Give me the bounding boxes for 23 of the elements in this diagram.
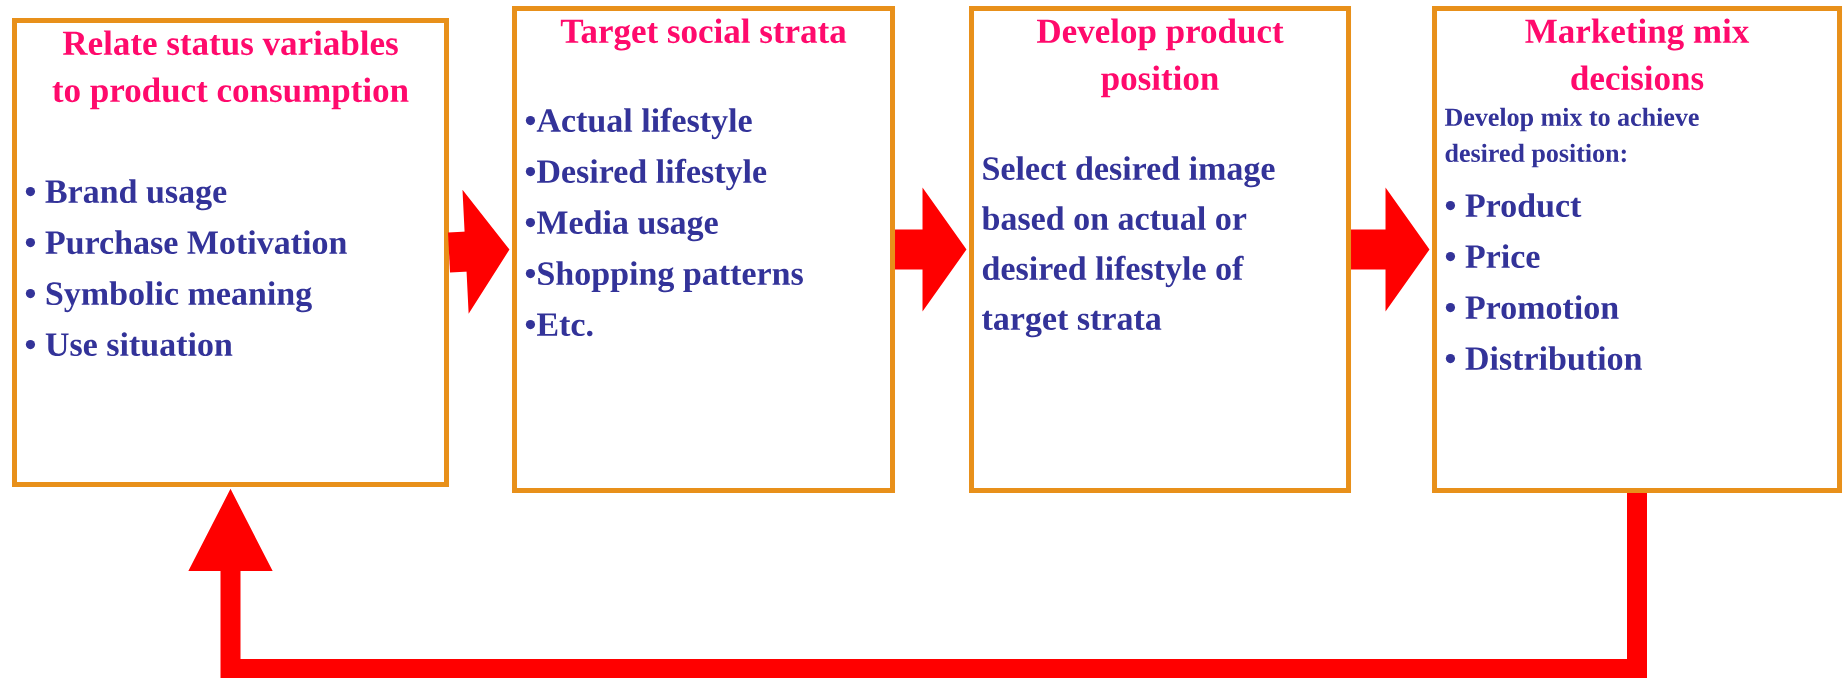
bullet-item: • Promotion bbox=[1445, 295, 1619, 320]
bullet-item: •Shopping patterns bbox=[525, 261, 803, 293]
process-box bbox=[1432, 6, 1842, 493]
bullet-item: • Distribution bbox=[1445, 346, 1642, 371]
box-text: Develop mix to achieve desired position: bbox=[1444, 107, 1699, 168]
bullet-item: • Purchase Motivation bbox=[25, 230, 347, 255]
box-heading: Relate status variables to product consumption bbox=[52, 30, 409, 110]
bullet-item: • Price bbox=[1445, 244, 1540, 269]
bullet-item: • Brand usage bbox=[25, 179, 227, 211]
bullet-item: •Etc. bbox=[525, 313, 593, 337]
bullet-item: • Product bbox=[1445, 193, 1582, 218]
bullet-item: •Media usage bbox=[525, 210, 718, 242]
box-heading: Develop product position bbox=[1037, 18, 1284, 98]
bullet-item: •Desired lifestyle bbox=[525, 158, 767, 191]
process-box bbox=[969, 6, 1351, 493]
process-box bbox=[512, 6, 895, 493]
box-heading: Target social strata bbox=[560, 18, 847, 51]
box-heading: Marketing mix decisions bbox=[1525, 18, 1750, 91]
bullet-item: • Symbolic meaning bbox=[25, 281, 312, 313]
process-box bbox=[12, 18, 449, 487]
bullet-item: •Actual lifestyle bbox=[525, 107, 752, 140]
bullet-item: • Use situation bbox=[25, 332, 233, 357]
box-text: Select desired image based on actual or desired lifestyle of target strata bbox=[981, 156, 1275, 338]
